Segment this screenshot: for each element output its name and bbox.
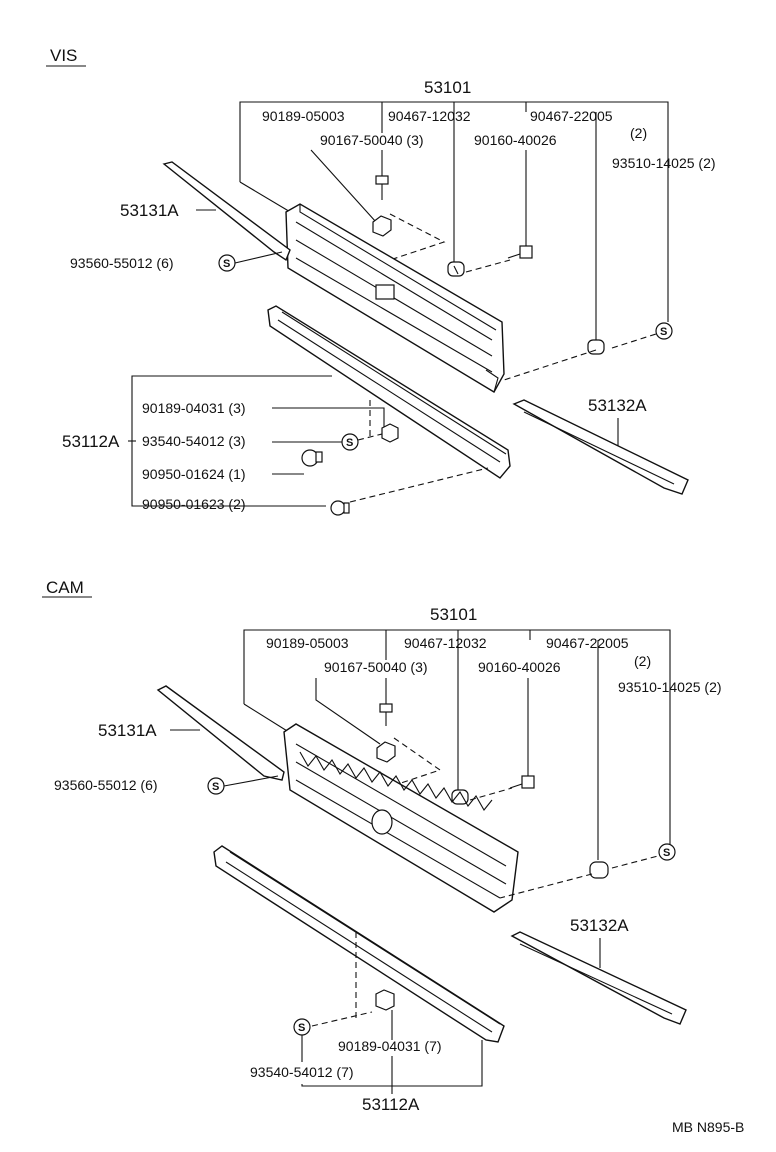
vis-screw-90160-icon [507, 245, 533, 259]
vis-clip-90467-22005-icon [587, 339, 605, 355]
cam-lower-grille-53112A [213, 845, 505, 1043]
cam-label-53131A: 53131A [98, 721, 157, 740]
vis-dash-93540 [357, 433, 383, 441]
cam-nut-90189-icon [376, 741, 396, 763]
cam-clip-90467-22005-icon [589, 861, 609, 879]
cam-label-93510-14025: 93510-14025 (2) [618, 679, 722, 695]
vis-label-93540-54012: 93540-54012 (3) [142, 433, 246, 449]
vis-grommet-90950-01624-icon [301, 449, 323, 467]
cam-label-90160-40026: 90160-40026 [478, 659, 561, 675]
cam-leader-53101-left [243, 703, 293, 735]
cam-header: CAM [46, 578, 84, 597]
footer-code: MB N895-B [672, 1119, 744, 1135]
cam-clip-90467-12032-icon [451, 789, 469, 805]
vis-symbol-93510-icon: S [655, 322, 673, 340]
vis-dash-93510 [611, 333, 657, 349]
vis-bolt-90167-icon [375, 175, 389, 200]
svg-text:S: S [298, 1022, 305, 1034]
vis-nut-90189-icon [372, 215, 392, 237]
svg-text:S: S [346, 437, 353, 449]
cam-label-93560-55012: 93560-55012 (6) [54, 777, 158, 793]
vis-dash-90467-22005 [503, 349, 597, 381]
vis-label-90189-05003: 90189-05003 [262, 108, 345, 124]
svg-text:S: S [223, 258, 230, 270]
vis-symbol-93540-icon: S [341, 433, 359, 451]
cam-nut-90189-04031-icon [375, 989, 395, 1011]
vis-leader-90189 [310, 149, 377, 223]
vis-nut-90189-04031-icon [381, 423, 399, 443]
cam-bolt-90167-icon [379, 703, 393, 726]
vis-dash-90950-01623 [349, 467, 489, 503]
cam-symbol-93510-icon: S [658, 843, 676, 861]
cam-screw-90160-icon [509, 775, 535, 789]
cam-grille-53101 [283, 723, 519, 913]
vis-label-53132A: 53132A [588, 396, 647, 415]
cam-symbol-93560-icon: S [207, 777, 225, 795]
cam-label-90467-22005-qty: (2) [634, 653, 651, 669]
svg-text:S: S [212, 781, 219, 793]
vis-label-90950-01624: 90950-01624 (1) [142, 466, 246, 482]
vis-molding-53132A [512, 399, 689, 495]
vis-molding-53132A-edge [523, 411, 675, 485]
cam-dash-nut [391, 737, 442, 787]
vis-label-90467-12032: 90467-12032 [388, 108, 471, 124]
vis-leader-90189-04031 [272, 407, 385, 432]
vis-label-53101: 53101 [424, 78, 471, 97]
vis-label-90189-04031: 90189-04031 (3) [142, 400, 246, 416]
vis-grommet-90950-01623-icon [330, 500, 350, 516]
vis-label-90467-22005-qty: (2) [630, 125, 647, 141]
cam-bracket-53101 [243, 629, 671, 846]
vis-label-53131A: 53131A [120, 201, 179, 220]
vis-molding-53131A [162, 161, 291, 262]
cam-molding-53132A-edge [519, 943, 673, 1015]
cam-label-90189-04031: 90189-04031 (7) [338, 1038, 442, 1054]
vis-label-90467-22005: 90467-22005 [530, 108, 613, 124]
vis-dash-nut [389, 213, 446, 261]
vis-label-90167-50040: 90167-50040 (3) [320, 132, 424, 148]
vis-clip-90467-12032-icon [447, 261, 465, 277]
vis-label-53112A: 53112A [62, 432, 120, 451]
cam-dash-90467-12032 [469, 787, 513, 801]
cam-label-93540-54012: 93540-54012 (7) [250, 1064, 354, 1080]
cam-label-90167-50040: 90167-50040 (3) [324, 659, 428, 675]
section-cam: CAM 53101 90189-05003 90467-12032 90467-… [42, 578, 722, 1114]
cam-label-90467-12032: 90467-12032 [404, 635, 487, 651]
cam-symbol-93540-icon: S [293, 1018, 311, 1036]
vis-dash-90467-12032 [465, 259, 511, 273]
vis-grille-53101 [285, 203, 505, 393]
cam-leader-90189 [315, 678, 381, 745]
vis-header: VIS [50, 46, 77, 65]
vis-leader-53101-left [239, 181, 293, 214]
cam-label-90467-22005: 90467-22005 [546, 635, 629, 651]
cam-label-53132A: 53132A [570, 916, 629, 935]
cam-label-53112A: 53112A [362, 1095, 420, 1114]
svg-text:S: S [663, 847, 670, 859]
section-vis: VIS 53101 90189-05003 90467-12032 90467-… [46, 46, 716, 516]
cam-dash-90467-22005 [499, 873, 593, 899]
svg-text:S: S [660, 326, 667, 338]
vis-label-90160-40026: 90160-40026 [474, 132, 557, 148]
cam-label-90189-05003: 90189-05003 [266, 635, 349, 651]
vis-lower-grille-53112A [267, 305, 511, 479]
vis-label-93560-55012: 93560-55012 (6) [70, 255, 174, 271]
cam-leader-93560 [223, 775, 279, 787]
cam-dash-93510 [611, 855, 659, 869]
vis-leader-93560 [234, 251, 283, 264]
cam-molding-53131A [156, 685, 285, 781]
cam-dash-93540 [311, 1011, 373, 1027]
vis-label-90950-01623: 90950-01623 (2) [142, 496, 246, 512]
cam-label-53101: 53101 [430, 605, 477, 624]
vis-label-93510-14025: 93510-14025 (2) [612, 155, 716, 171]
cam-molding-53132A [510, 931, 687, 1025]
vis-symbol-93560-icon: S [218, 254, 236, 272]
